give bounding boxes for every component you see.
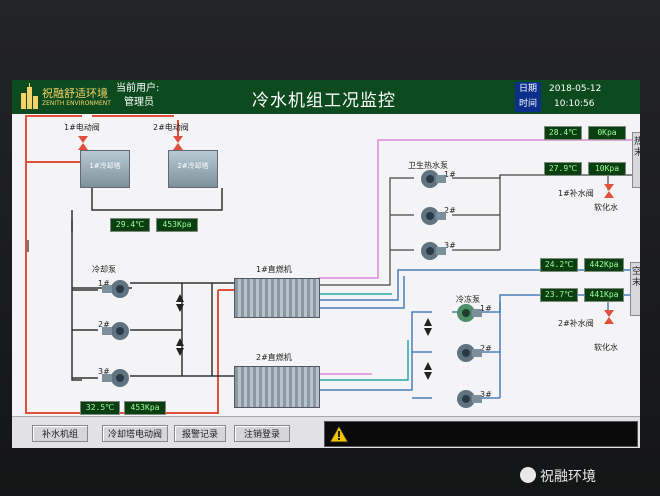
chilled-pump3-icon[interactable] (452, 388, 482, 410)
chilled-pump2-icon[interactable] (452, 342, 482, 364)
chiller-2[interactable] (234, 366, 320, 408)
page-title: 冷水机组工况监控 (252, 91, 396, 111)
header-bar: 祝融舒适环境 ZENITH ENVIRONMENT 当前用户: 管理员 冷水机组… (12, 80, 640, 114)
datetime-block: 日期 2018-05-12 时间 10:10:56 (515, 82, 601, 112)
alarm-bar (324, 421, 638, 447)
valve2-icon[interactable] (171, 134, 185, 152)
hot-temp2-readout: 27.9℃ (544, 162, 582, 176)
current-user-label: 当前用户: (116, 83, 160, 94)
date-label: 日期 (515, 82, 541, 97)
building-logo-icon (21, 83, 38, 109)
cooling-tower-1[interactable]: 1#冷却塔 (80, 150, 130, 188)
check-valves (176, 294, 432, 380)
hot-pump1-label: 1# (444, 170, 456, 179)
chilled-pump2-label: 2# (480, 344, 492, 353)
ac-terminal: 空调末端 (630, 262, 640, 316)
soft-water1-label: 软化水 (594, 203, 618, 212)
cooling-water-pipes (25, 115, 236, 414)
chilled-pressure2-readout: 441Kpa (584, 288, 624, 302)
logout-button[interactable]: 注销登录 (234, 425, 290, 442)
chilled-temp-readout: 24.2℃ (540, 258, 578, 272)
chiller-1[interactable] (234, 278, 320, 318)
chiller2-label: 2#直燃机 (256, 353, 292, 362)
piping-diagram (25, 115, 632, 414)
brand-logo: 祝融舒适环境 ZENITH ENVIRONMENT (18, 83, 111, 111)
hot-pump3-icon[interactable] (416, 240, 446, 262)
hot-pump3-label: 3# (444, 241, 456, 250)
hot-temp-readout: 28.4℃ (544, 126, 582, 140)
chiller1-label: 1#直燃机 (256, 265, 292, 274)
chilled-pump1-label: 1# (480, 304, 492, 313)
chilled-pump3-label: 3# (480, 390, 492, 399)
warning-icon (329, 425, 349, 443)
valve2-label: 2#电动阀 (153, 123, 189, 132)
valve1-label: 1#电动阀 (64, 123, 100, 132)
time-value: 10:10:56 (554, 99, 595, 109)
brand-subtitle: ZENITH ENVIRONMENT (42, 100, 111, 107)
current-user-block: 当前用户: 管理员 (116, 82, 159, 110)
hmi-screen: 祝融舒适环境 ZENITH ENVIRONMENT 当前用户: 管理员 冷水机组… (12, 80, 640, 448)
cooling-return-pressure-readout: 453Kpa (124, 401, 166, 415)
hot-pump2-icon[interactable] (416, 205, 446, 227)
watermark-text: 祝融环境 (540, 469, 596, 485)
cooling-pump2-label: 2# (98, 320, 110, 329)
valve1-icon[interactable] (76, 134, 90, 152)
cooling-pump1-icon[interactable] (102, 278, 132, 300)
cooling-pump-label: 冷却泵 (92, 265, 116, 274)
chilled-return-pipes (318, 293, 409, 381)
tower-pressure-readout: 453Kpa (156, 218, 198, 232)
chilled-temp2-readout: 23.7℃ (540, 288, 578, 302)
cooling-tower-2[interactable]: 2#冷却塔 (168, 150, 218, 188)
hot-pressure-readout: 0Kpa (588, 126, 626, 140)
makeup-valve1-label: 1#补水阀 (558, 189, 594, 198)
tower-valve-button[interactable]: 冷却塔电动阀 (102, 425, 168, 442)
hot-pump2-label: 2# (444, 206, 456, 215)
alarm-log-button[interactable]: 报警记录 (174, 425, 226, 442)
footer-bar: 补水机组 冷却塔电动阀 报警记录 注销登录 (12, 416, 640, 448)
makeup-valve2-label: 2#补水阀 (558, 319, 594, 328)
chilled-pump1-icon[interactable] (452, 302, 482, 324)
makeup-valve2-icon[interactable] (602, 308, 616, 326)
chilled-pump-label: 冷冻泵 (456, 295, 480, 304)
hot-water-pipes (318, 139, 632, 375)
cooling-return-temp-readout: 32.5℃ (80, 401, 120, 415)
cooling-pump3-label: 3# (98, 367, 110, 376)
cooling-pump1-label: 1# (98, 279, 110, 288)
makeup-valve1-icon[interactable] (602, 182, 616, 200)
cooling-supply-pipes (71, 188, 236, 381)
current-user-name: 管理员 (124, 97, 154, 108)
cooling-pump2-icon[interactable] (102, 320, 132, 342)
cooling-pump3-icon[interactable] (102, 367, 132, 389)
hot-water-terminal: 热水末端 (632, 132, 640, 188)
soft-water2-label: 软化水 (594, 343, 618, 352)
brand-name: 祝融舒适环境 (42, 87, 108, 100)
chilled-pressure-readout: 442Kpa (584, 258, 624, 272)
hot-pump-label: 卫生热水泵 (408, 161, 448, 170)
tower-temp-readout: 29.4℃ (110, 218, 150, 232)
hot-pump1-icon[interactable] (416, 168, 446, 190)
date-value: 2018-05-12 (549, 84, 602, 94)
hot-pressure2-readout: 10Kpa (588, 162, 626, 176)
makeup-unit-button[interactable]: 补水机组 (32, 425, 88, 442)
time-label: 时间 (515, 97, 541, 112)
watermark-icon (520, 467, 536, 483)
